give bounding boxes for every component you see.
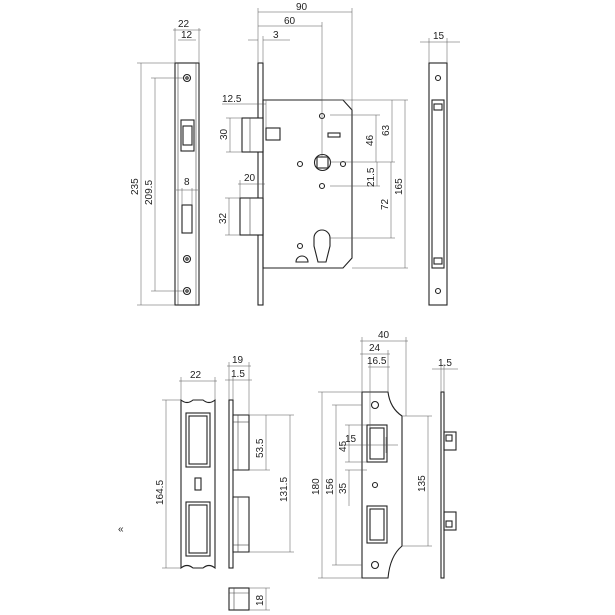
dim-strike-2-offset: 24 [369,343,381,354]
front-plate-view: 22 12 235 209.5 8 [130,19,201,306]
strike-box-lower [232,496,250,553]
dim-backset: 60 [284,16,296,27]
screw-hole-bottom [182,286,192,296]
spindle-square [316,156,329,169]
dim-front-plate-width: 22 [178,19,190,30]
front-plate [174,62,200,306]
dim-latch-height: 30 [219,128,230,140]
dim-box-upper: 53.5 [255,438,266,458]
follower-slot [327,132,341,138]
dim-strike-2-width: 40 [378,330,390,341]
dim-box-span: 131.5 [279,477,290,502]
dim-bolt-offset: 20 [244,173,256,184]
dim-72: 72 [380,198,391,210]
screw-hole-top [182,73,192,83]
dim-plate-thickness: 3 [273,30,279,41]
strike-opening-lower [185,501,211,557]
strike-opening-upper [185,412,211,468]
side-plate-view: 15 [420,31,460,306]
dim-latch-offset: 12.5 [222,94,242,105]
dim-strike-2-45: 45 [338,440,349,452]
dead-bolt [239,197,264,236]
dim-box-width: 19 [232,355,244,366]
dim-strike-2-length: 180 [311,478,322,495]
dim-side-plate-width: 15 [433,31,445,42]
dim-screw-centres: 209.5 [144,180,155,205]
cylinder-cutout [313,229,331,263]
side-plate [428,62,448,306]
lock-body-view: 90 60 3 12.5 30 20 32 63 [218,2,408,306]
strike-box-end [228,587,250,611]
latch [241,117,264,153]
strike-box-upper [232,414,250,471]
dim-front-plate-inner: 12 [181,30,193,41]
screw-hole-mid [182,254,192,264]
dim-63: 63 [381,124,392,136]
strike-2-side [440,391,445,579]
stray-mark: « [118,524,124,535]
strike-2-opening-lower [366,505,388,544]
dim-strike-2-15: 15 [345,434,357,445]
dim-strike-width: 22 [190,370,202,381]
strike-plate-2 [361,391,403,579]
strike-plate-view: 22 164.5 [155,370,217,570]
dim-165: 165 [394,178,405,195]
dim-front-plate-length: 235 [130,178,141,195]
strike-plate-2-view: 40 24 16.5 180 156 45 15 35 135 [311,330,458,579]
strike-box-view: 19 1.5 53.5 131.5 18 [225,355,294,611]
latch-opening [180,119,195,152]
bolt-opening [181,204,193,234]
dim-box-offset: 1.5 [231,369,245,380]
strike-side-plate [228,399,234,569]
strike-2-opening-upper [366,424,388,463]
dim-strike-length: 164.5 [155,480,166,505]
dim-strike-2-156: 156 [325,478,336,495]
dim-strike-2-inner: 16.5 [367,356,387,367]
dim-strike-2-side: 1.5 [438,358,452,369]
dim-21-5: 21.5 [366,167,377,187]
dim-box-depth: 18 [255,594,266,606]
dim-46: 46 [365,134,376,146]
dim-slot-width: 8 [184,177,190,188]
dim-backset-total: 90 [296,2,308,13]
dim-strike-2-35: 35 [338,482,349,494]
lock-case [262,99,353,269]
dim-strike-2-135: 135 [417,475,428,492]
dim-bolt-height: 32 [218,212,229,224]
